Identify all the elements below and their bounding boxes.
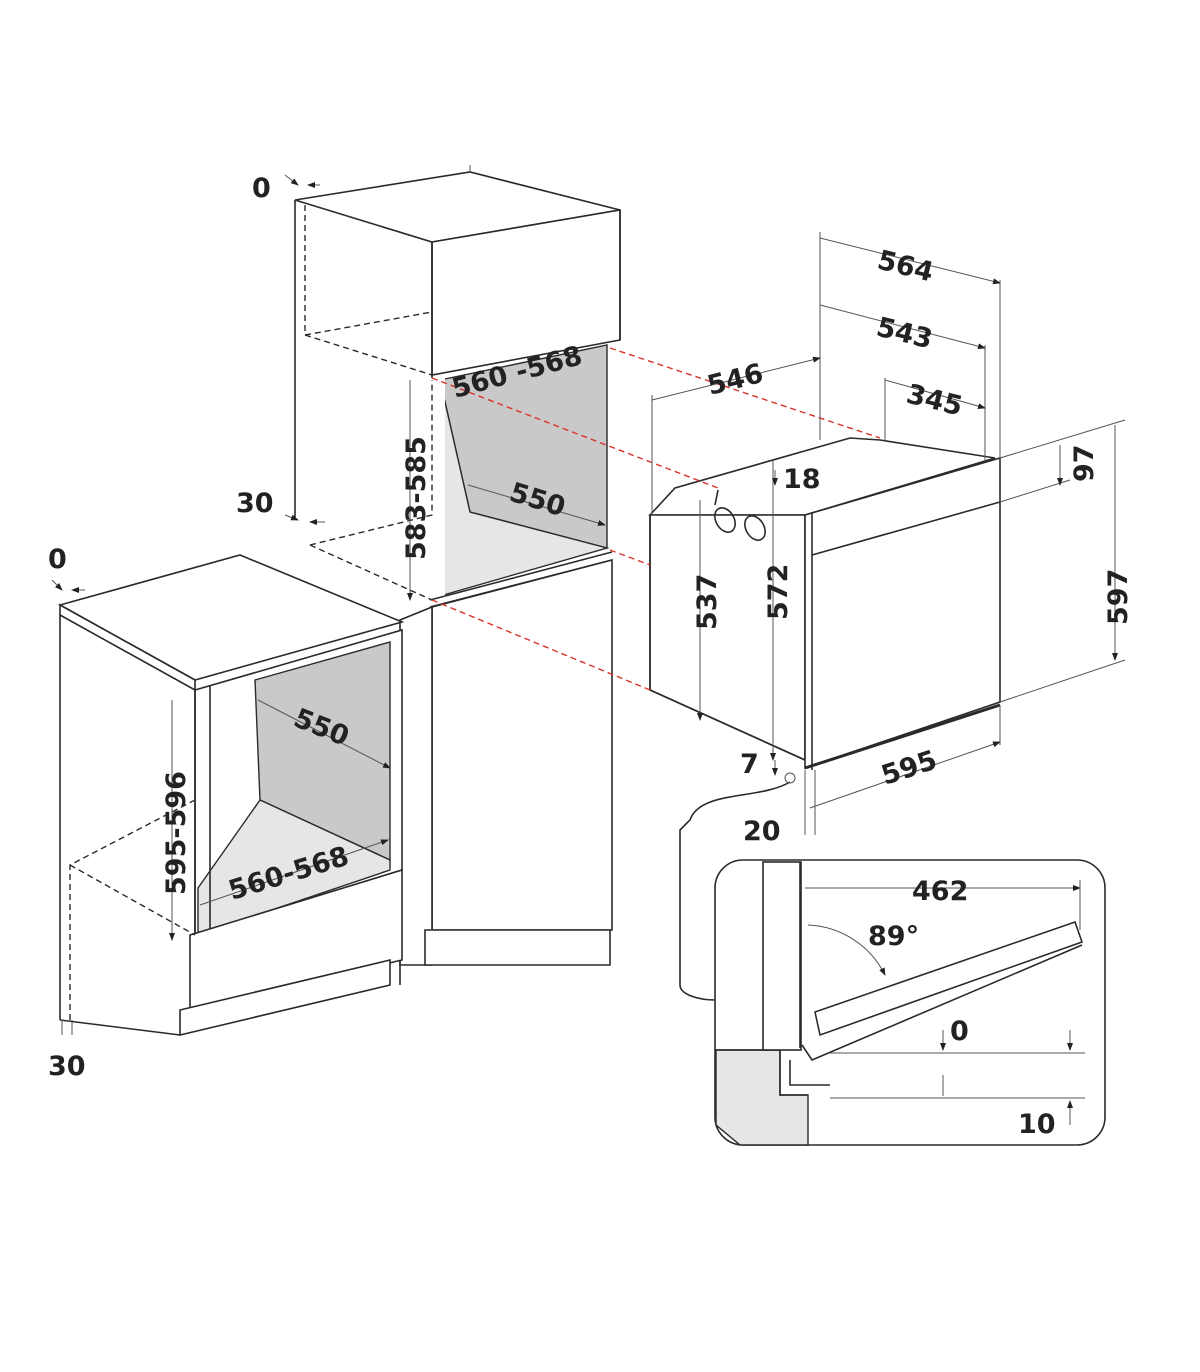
alignment-lines — [431, 347, 881, 691]
oven-546-label: 546 — [704, 358, 766, 402]
base-side-gap-label: 30 — [48, 1051, 86, 1082]
oven-564-label: 564 — [874, 245, 936, 289]
oven-543-label: 543 — [873, 312, 935, 356]
base-top-gap-label: 0 — [48, 544, 67, 575]
tall-cabinet — [294, 165, 621, 966]
door-gap-10-label: 10 — [1018, 1109, 1056, 1140]
oven-345-label: 345 — [903, 379, 965, 423]
oven-572-label: 572 — [763, 564, 794, 620]
oven-18-label: 18 — [783, 464, 821, 495]
tall-top-gap-label: 0 — [252, 173, 271, 204]
base-niche-height-label: 595-596 — [161, 771, 192, 895]
tall-niche-height-label: 583-585 — [401, 436, 432, 560]
oven-597-label: 597 — [1103, 569, 1134, 625]
tall-side-gap-label: 30 — [236, 488, 274, 519]
door-angle-label: 89° — [868, 921, 919, 952]
oven-20-label: 20 — [743, 816, 781, 847]
oven-7-label: 7 — [740, 749, 759, 780]
door-gap-0-label: 0 — [950, 1016, 969, 1047]
oven — [648, 437, 1001, 770]
oven-537-label: 537 — [692, 574, 723, 630]
base-niche-floor — [197, 799, 391, 936]
oven-97-label: 97 — [1069, 444, 1100, 482]
door-detail-inset — [679, 772, 1106, 1146]
base-cabinet — [57, 554, 405, 1037]
door-462-label: 462 — [912, 876, 968, 907]
dimension-lines — [51, 174, 1126, 1035]
oven-595-label: 595 — [878, 745, 941, 792]
